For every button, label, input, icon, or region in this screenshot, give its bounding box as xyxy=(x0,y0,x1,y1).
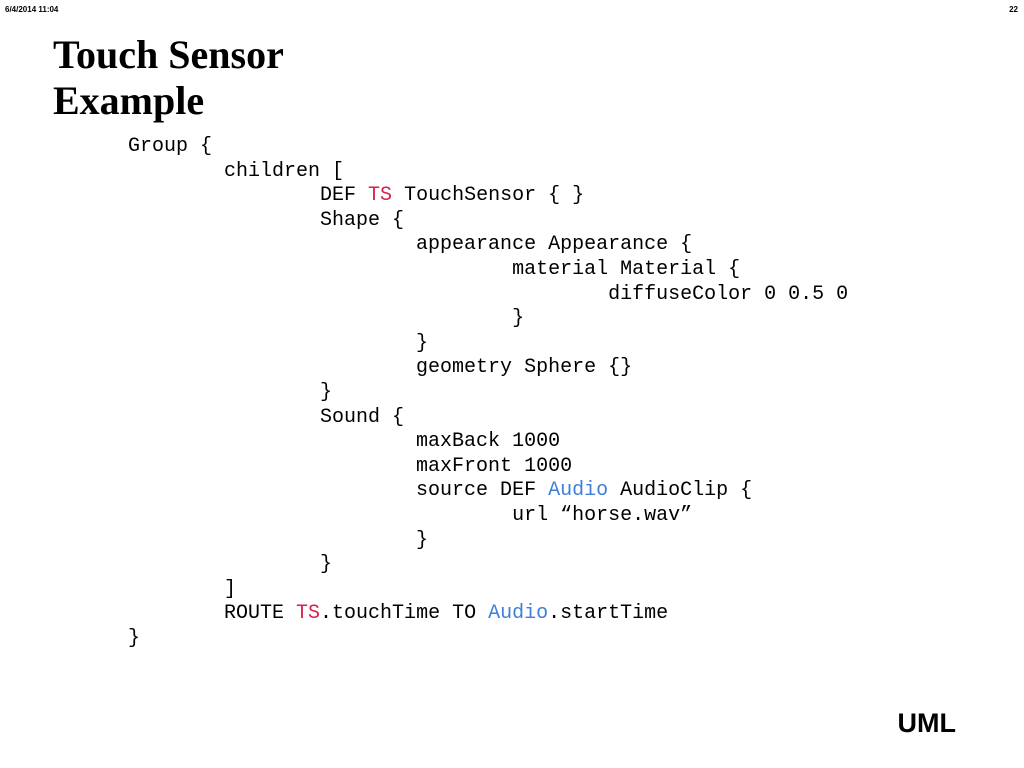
code-token: ROUTE xyxy=(128,602,297,626)
code-line: material Material { xyxy=(128,258,848,283)
code-token-highlight: TS xyxy=(296,602,321,626)
code-token: } xyxy=(128,626,141,650)
code-token: appearance Appearance { xyxy=(128,233,693,257)
code-line: source DEF Audio AudioClip { xyxy=(128,479,848,504)
code-line: Group { xyxy=(128,135,848,160)
code-token: } xyxy=(128,553,333,577)
code-token: maxFront 1000 xyxy=(128,454,573,478)
code-line: ] xyxy=(128,578,848,603)
code-token: children [ xyxy=(128,159,345,183)
code-line: appearance Appearance { xyxy=(128,233,848,258)
code-line: maxFront 1000 xyxy=(128,455,848,480)
code-line: diffuseColor 0 0.5 0 xyxy=(128,283,848,308)
code-token: .startTime xyxy=(548,602,669,626)
code-line: url “horse.wav” xyxy=(128,504,848,529)
code-line: Sound { xyxy=(128,406,848,431)
code-line: maxBack 1000 xyxy=(128,430,848,455)
code-line: geometry Sphere {} xyxy=(128,356,848,381)
code-token-highlight: TS xyxy=(368,184,393,208)
code-token: DEF xyxy=(128,184,369,208)
code-line: Shape { xyxy=(128,209,848,234)
code-line: } xyxy=(128,553,848,578)
code-line: } xyxy=(128,381,848,406)
code-token: url “horse.wav” xyxy=(128,503,693,527)
code-line: } xyxy=(128,627,848,652)
code-line: DEF TS TouchSensor { } xyxy=(128,184,848,209)
code-token: .touchTime TO xyxy=(320,602,489,626)
code-token: } xyxy=(128,380,333,404)
code-token: material Material { xyxy=(128,257,741,281)
page-number: 22 xyxy=(1009,5,1018,14)
code-token: Shape { xyxy=(128,208,405,232)
code-token: geometry Sphere {} xyxy=(128,356,633,380)
code-token: TouchSensor { } xyxy=(392,184,585,208)
code-token: } xyxy=(128,307,525,331)
code-line: ROUTE TS.touchTime TO Audio.startTime xyxy=(128,602,848,627)
code-token-highlight: Audio xyxy=(548,479,609,503)
code-token: maxBack 1000 xyxy=(128,430,561,454)
footer-logo-text: UML xyxy=(897,708,956,738)
code-token: } xyxy=(128,528,429,552)
code-line: children [ xyxy=(128,160,848,185)
code-token: source DEF xyxy=(128,479,549,503)
code-token: diffuseColor 0 0.5 0 xyxy=(128,282,849,306)
code-token: ] xyxy=(128,577,237,601)
code-token: Sound { xyxy=(128,405,405,429)
date-stamp: 6/4/2014 11:04 xyxy=(5,5,59,14)
code-token: AudioClip { xyxy=(608,479,753,503)
code-token: } xyxy=(128,331,429,355)
code-block: Group { children [ DEF TS TouchSensor { … xyxy=(128,135,848,651)
code-token: Group { xyxy=(128,135,213,158)
code-line: } xyxy=(128,307,848,332)
slide-title: Touch Sensor Example xyxy=(53,32,284,123)
code-line: } xyxy=(128,332,848,357)
code-token-highlight: Audio xyxy=(488,602,549,626)
code-line: } xyxy=(128,529,848,554)
